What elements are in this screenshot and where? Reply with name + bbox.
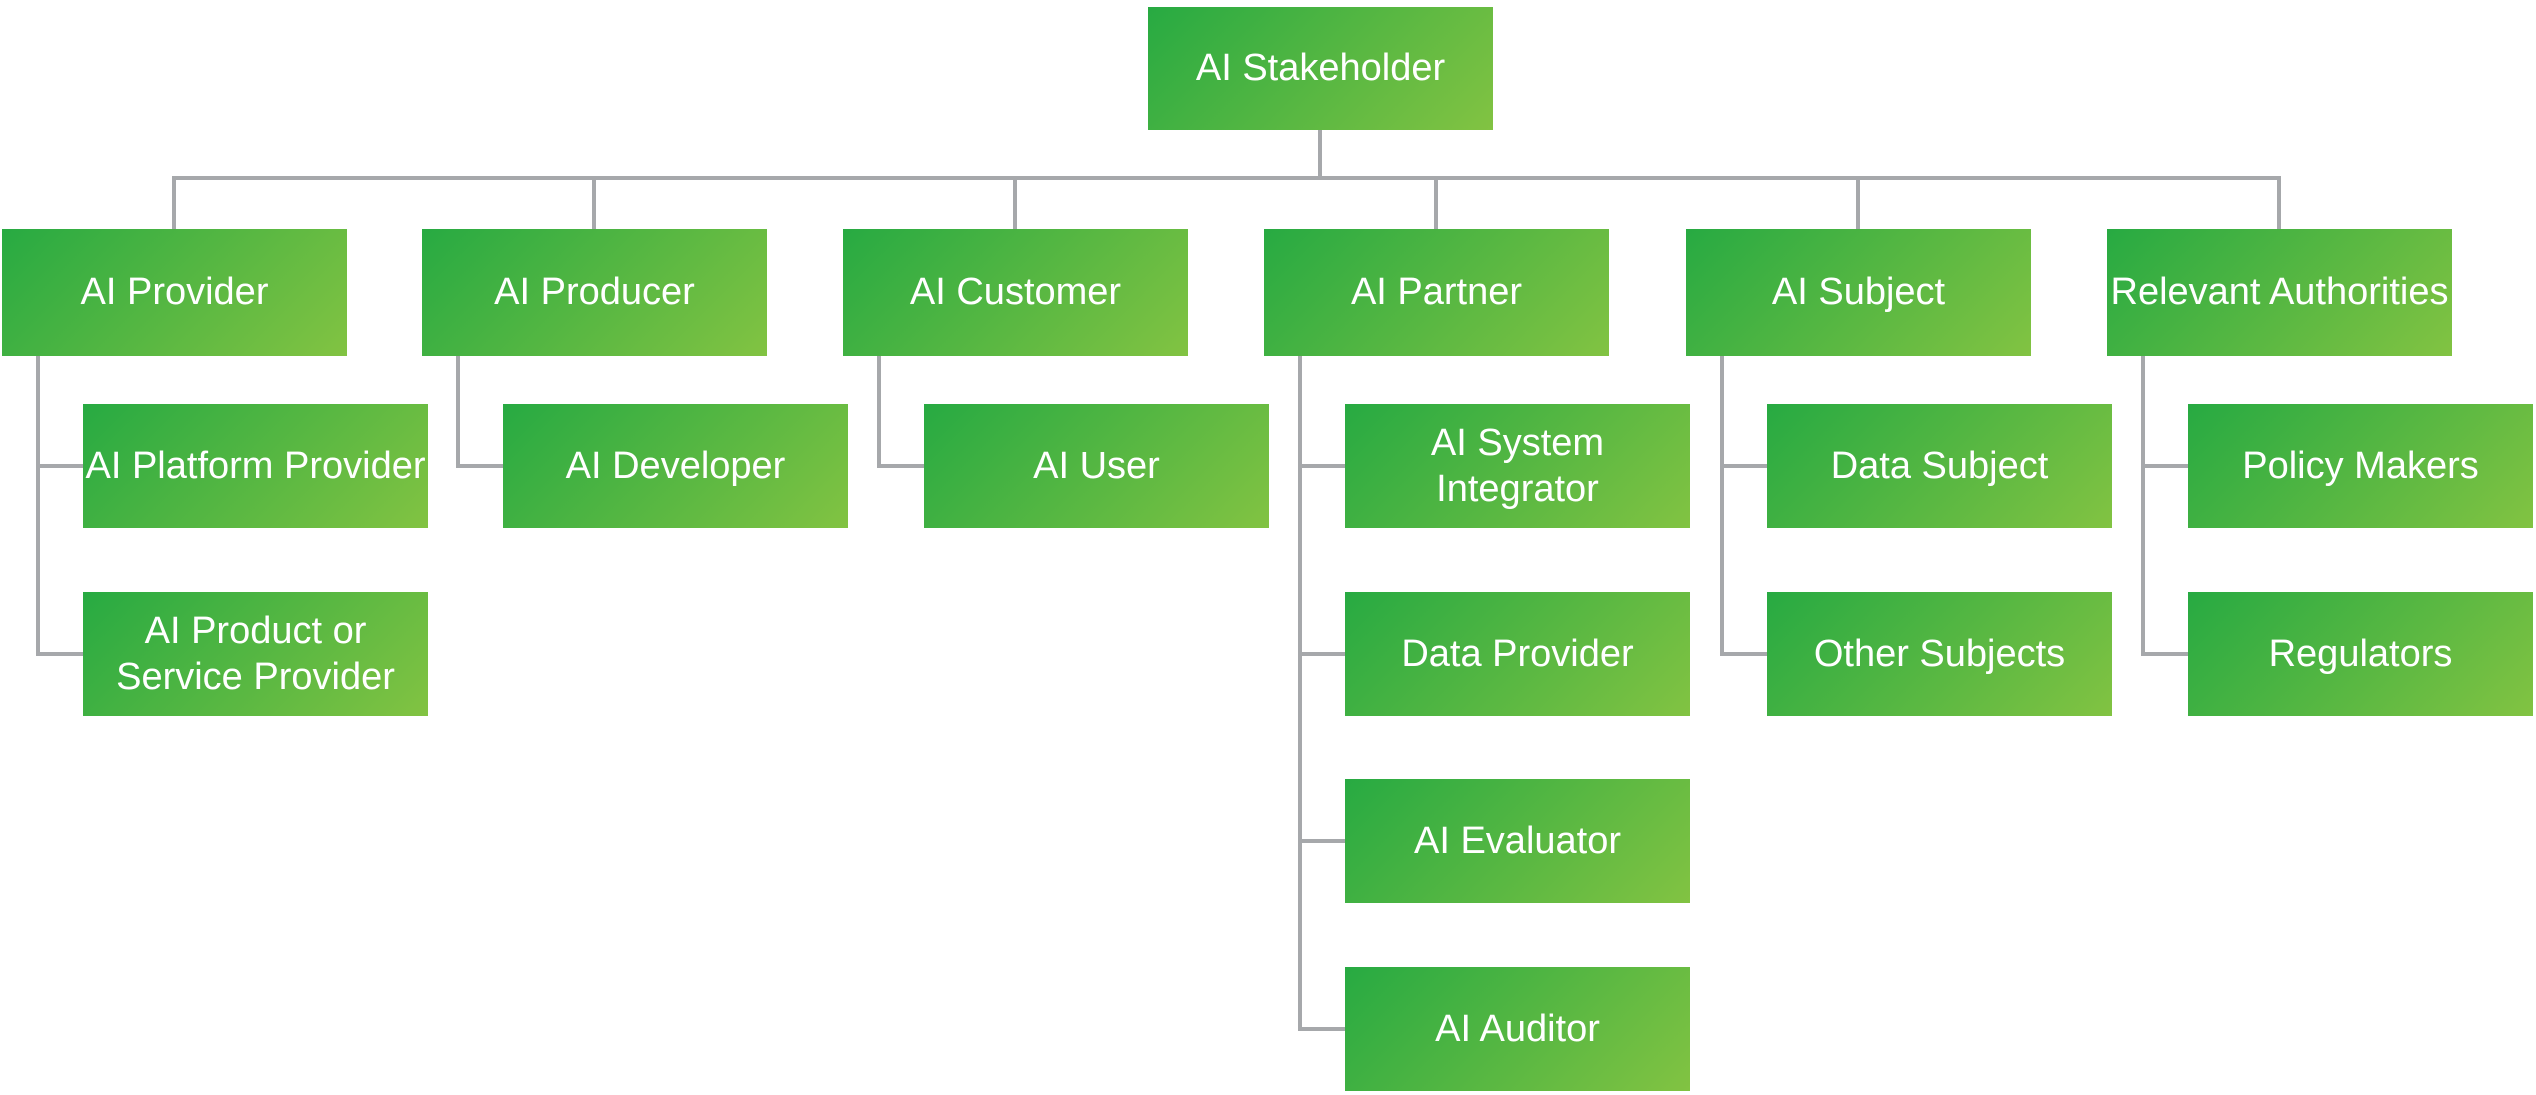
connector-stub-ai-system-integrator <box>1298 464 1345 468</box>
connector-stub-ai-evaluator <box>1298 839 1345 843</box>
node-ai-evaluator: AI Evaluator <box>1345 779 1690 903</box>
node-data-provider: Data Provider <box>1345 592 1690 716</box>
connector-branch-ai-partner <box>1298 356 1302 1031</box>
node-ai-producer: AI Producer <box>422 229 767 356</box>
node-ai-subject: AI Subject <box>1686 229 2031 356</box>
node-ai-customer: AI Customer <box>843 229 1188 356</box>
node-ai-provider: AI Provider <box>2 229 347 356</box>
connector-drop-ai-customer <box>1013 176 1017 229</box>
connector-stub-data-provider <box>1298 652 1345 656</box>
node-regulators: Regulators <box>2188 592 2533 716</box>
connector-drop-ai-subject <box>1856 176 1860 229</box>
connector-branch-ai-provider <box>36 356 40 656</box>
connector-stub-ai-platform-provider <box>36 464 83 468</box>
node-ai-system-integrator: AI System Integrator <box>1345 404 1690 528</box>
connector-stub-other-subjects <box>1720 652 1767 656</box>
connector-stub-ai-auditor <box>1298 1027 1345 1031</box>
connector-stub-policy-makers <box>2141 464 2188 468</box>
connector-branch-ai-customer <box>877 356 881 468</box>
connector-drop-ai-partner <box>1434 176 1438 229</box>
connector-branch-ai-producer <box>456 356 460 468</box>
node-ai-product-or-service-provider: AI Product or Service Provider <box>83 592 428 716</box>
node-ai-user: AI User <box>924 404 1269 528</box>
connector-stub-data-subject <box>1720 464 1767 468</box>
connector-stub-ai-product-or-service-provider <box>36 652 83 656</box>
node-ai-partner: AI Partner <box>1264 229 1609 356</box>
connector-stub-regulators <box>2141 652 2188 656</box>
connector-bus <box>172 176 2281 180</box>
connector-root-stem <box>1318 130 1322 180</box>
connector-branch-ai-subject <box>1720 356 1724 656</box>
node-ai-stakeholder: AI Stakeholder <box>1148 7 1493 130</box>
connector-drop-ai-producer <box>592 176 596 229</box>
node-ai-auditor: AI Auditor <box>1345 967 1690 1091</box>
node-relevant-authorities: Relevant Authorities <box>2107 229 2452 356</box>
connector-drop-ai-provider <box>172 176 176 229</box>
connector-branch-relevant-authorities <box>2141 356 2145 656</box>
connector-stub-ai-developer <box>456 464 503 468</box>
connector-stub-ai-user <box>877 464 924 468</box>
node-ai-platform-provider: AI Platform Provider <box>83 404 428 528</box>
node-other-subjects: Other Subjects <box>1767 592 2112 716</box>
node-data-subject: Data Subject <box>1767 404 2112 528</box>
node-policy-makers: Policy Makers <box>2188 404 2533 528</box>
node-ai-developer: AI Developer <box>503 404 848 528</box>
connector-drop-relevant-authorities <box>2277 176 2281 229</box>
